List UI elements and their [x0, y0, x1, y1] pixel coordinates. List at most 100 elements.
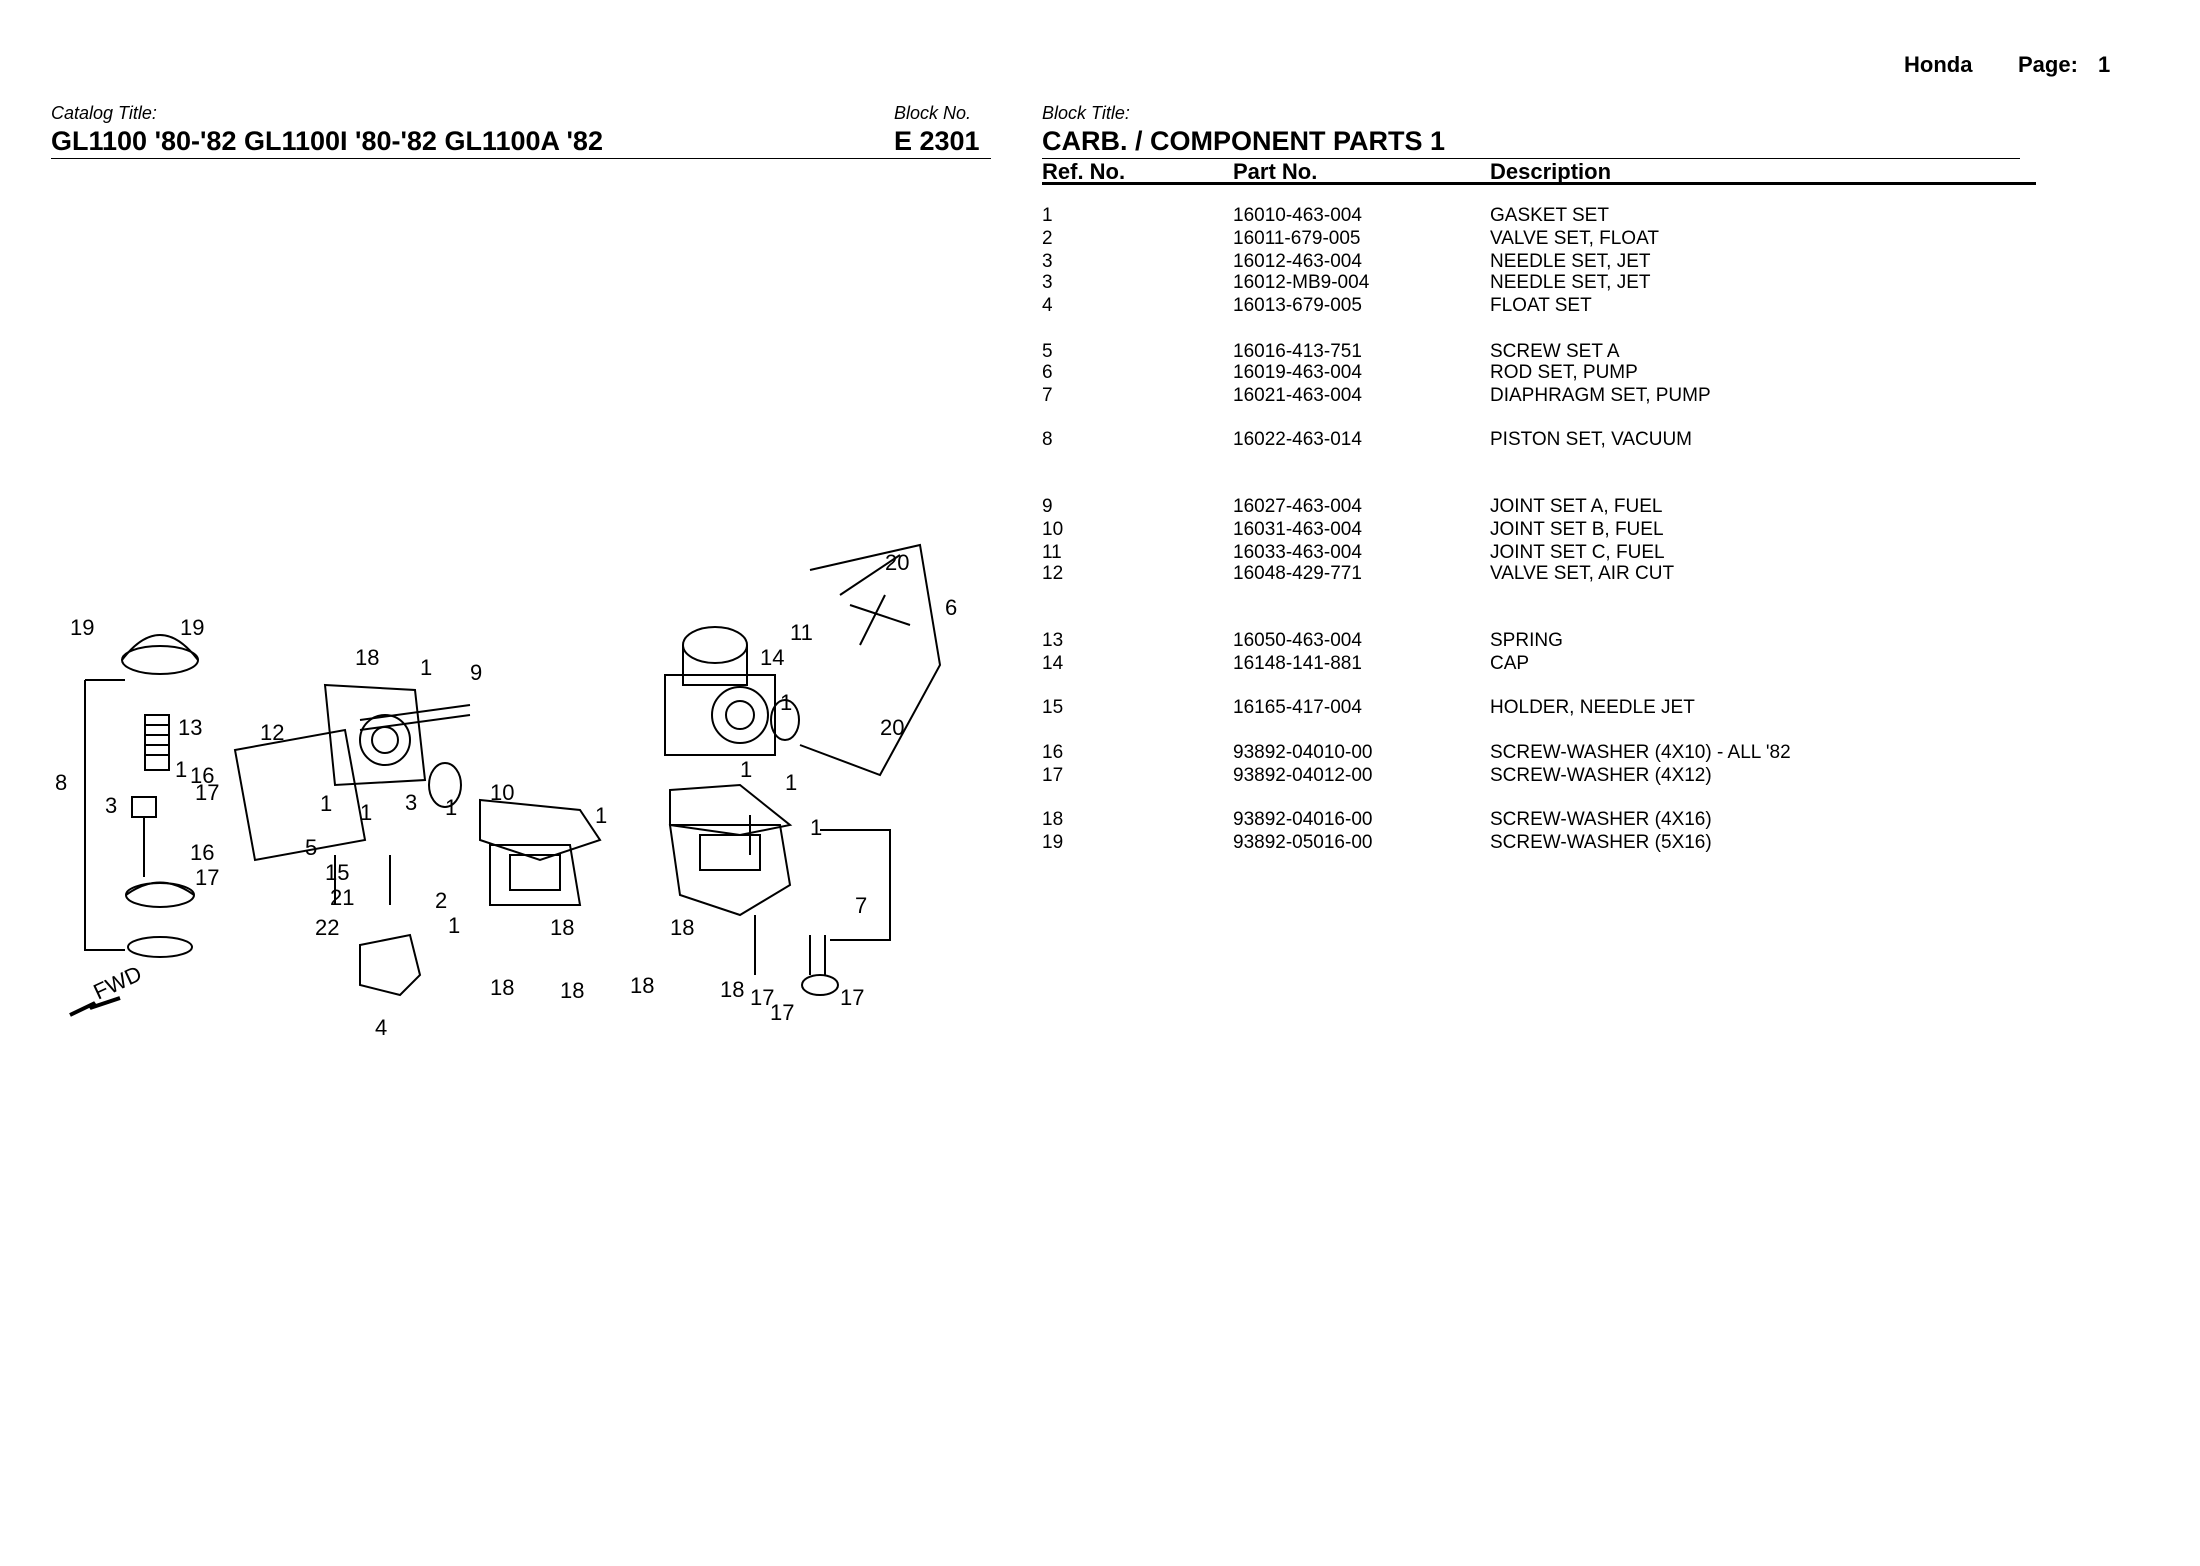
- ref-no: 14: [1042, 653, 1064, 674]
- part-no: 16022-463-014: [1233, 429, 1362, 450]
- callout-label: 1: [785, 770, 797, 795]
- carburetor-body-left: [233, 683, 602, 997]
- callout-label: 18: [720, 977, 744, 1002]
- block-no-label: Block No.: [894, 103, 972, 123]
- description: CAP: [1490, 653, 1530, 674]
- callout-label: 2: [435, 888, 447, 913]
- part-no: 16027-463-004: [1233, 496, 1362, 517]
- ref-no: 19: [1042, 832, 1064, 853]
- block-title: CARB. / COMPONENT PARTS 1: [1042, 126, 1446, 156]
- callout-label: 17: [195, 865, 219, 890]
- callout-label: 19: [180, 615, 204, 640]
- description: SCREW SET A: [1490, 341, 1620, 362]
- callout-label: 14: [760, 645, 784, 670]
- description: FLOAT SET: [1490, 295, 1592, 316]
- ref-no: 11: [1042, 542, 1062, 563]
- callout-label: 17: [195, 780, 219, 805]
- ref-no: 15: [1042, 697, 1064, 718]
- ref-no: 3: [1042, 272, 1053, 293]
- part-no: 16012-463-004: [1233, 251, 1362, 272]
- callout-label: 15: [325, 860, 349, 885]
- ref-no: 7: [1042, 385, 1053, 406]
- callout-label: 7: [855, 893, 867, 918]
- part-no: 16021-463-004: [1233, 385, 1362, 406]
- callout-label: 20: [880, 715, 904, 740]
- ref-no: 3: [1042, 251, 1053, 272]
- callout-label: 11: [790, 620, 813, 645]
- ref-no: 1: [1042, 205, 1053, 226]
- vacuum-piston-assembly: [84, 634, 199, 958]
- block-no-value: E 2301: [894, 126, 980, 156]
- ref-no: 17: [1042, 765, 1064, 786]
- description: JOINT SET A, FUEL: [1490, 496, 1663, 517]
- description: JOINT SET B, FUEL: [1490, 519, 1664, 540]
- part-no: 16011-679-005: [1233, 228, 1361, 249]
- description: VALVE SET, AIR CUT: [1490, 563, 1675, 584]
- part-no: 93892-04016-00: [1233, 809, 1373, 830]
- ref-no: 9: [1042, 496, 1053, 517]
- callout-label: 18: [670, 915, 694, 940]
- description: NEEDLE SET, JET: [1490, 272, 1651, 293]
- description: SCREW-WASHER (4X10) - ALL '82: [1490, 742, 1791, 763]
- description: SCREW-WASHER (5X16): [1490, 832, 1712, 853]
- callout-label: 1: [420, 655, 432, 680]
- callout-label: 17: [770, 1000, 794, 1025]
- catalog-title: GL1100 '80-'82 GL1100I '80-'82 GL1100A '…: [51, 126, 603, 156]
- callout-label: 18: [355, 645, 379, 670]
- callout-label: 20: [885, 550, 909, 575]
- title-divider: [51, 158, 991, 159]
- ref-no: 5: [1042, 341, 1053, 362]
- part-no: 93892-04010-00: [1233, 742, 1373, 763]
- ref-no: 4: [1042, 295, 1053, 316]
- callout-label: 1: [448, 913, 460, 938]
- callout-label: 1: [595, 803, 607, 828]
- description: SPRING: [1490, 630, 1563, 651]
- callout-label: 1: [810, 815, 822, 840]
- part-no: 16012-MB9-004: [1233, 272, 1370, 293]
- callout-label: 1: [740, 757, 752, 782]
- part-no: 16013-679-005: [1233, 295, 1362, 316]
- col-description: Description: [1490, 159, 1612, 184]
- catalog-title-label: Catalog Title:: [51, 103, 157, 123]
- block-title-label: Block Title:: [1042, 103, 1130, 123]
- callout-label: 3: [405, 790, 417, 815]
- description: SCREW-WASHER (4X16): [1490, 809, 1712, 830]
- callout-label: 18: [560, 978, 584, 1003]
- brand-name: Honda: [1904, 52, 1973, 77]
- ref-no: 2: [1042, 228, 1053, 249]
- part-no: 93892-04012-00: [1233, 765, 1373, 786]
- callout-label: 16: [190, 763, 214, 788]
- ref-no: 13: [1042, 630, 1064, 651]
- callout-label: 1: [360, 800, 372, 825]
- description: ROD SET, PUMP: [1490, 362, 1638, 383]
- callout-label: 22: [315, 915, 339, 940]
- ref-no: 12: [1042, 563, 1064, 584]
- description: HOLDER, NEEDLE JET: [1490, 697, 1695, 718]
- callout-label: 1: [445, 795, 457, 820]
- col-part-no: Part No.: [1233, 159, 1318, 184]
- part-no: 16019-463-004: [1233, 362, 1362, 383]
- callout-label: 16: [190, 840, 214, 865]
- callout-label: 8: [55, 770, 67, 795]
- callout-label: 21: [330, 885, 354, 910]
- fwd-arrow-icon: FWD: [69, 961, 146, 1017]
- callout-label: 3: [105, 793, 117, 818]
- description: JOINT SET C, FUEL: [1490, 542, 1665, 563]
- part-no: 16010-463-004: [1233, 205, 1362, 226]
- callout-label: 18: [490, 975, 514, 1000]
- page-number: 1: [2098, 52, 2111, 77]
- part-no: 16048-429-771: [1233, 563, 1362, 584]
- description: DIAPHRAGM SET, PUMP: [1490, 385, 1711, 406]
- callout-label: 17: [750, 985, 774, 1010]
- callout-label: 6: [945, 595, 957, 620]
- table-header-rule: [1042, 182, 2036, 185]
- callout-label: 9: [470, 660, 482, 685]
- callout-label: 17: [840, 985, 864, 1010]
- callout-label: 1: [320, 791, 332, 816]
- description: GASKET SET: [1490, 205, 1609, 226]
- ref-no: 10: [1042, 519, 1064, 540]
- part-no: 16050-463-004: [1233, 630, 1362, 651]
- callout-label: 4: [375, 1015, 387, 1040]
